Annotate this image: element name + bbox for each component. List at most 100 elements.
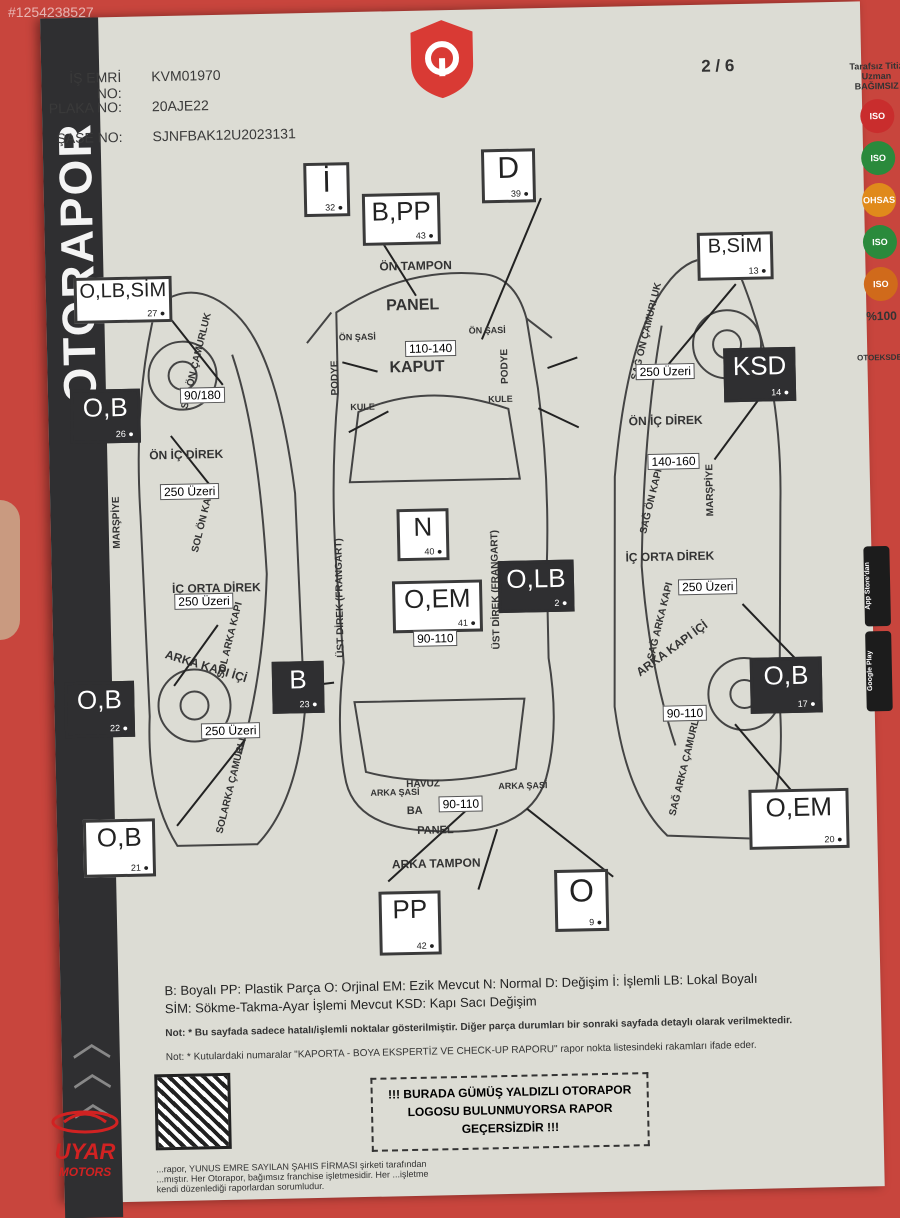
dealer-name: UYAR — [54, 1139, 116, 1164]
value-sol-on-camurluk: 90/180 — [179, 386, 225, 404]
label-podye-right: PODYE — [499, 348, 511, 385]
report-sheet: OTORAPOR ︿︿︿ İŞ EMRİ NO: KVM01970 PLAKA … — [40, 1, 900, 1218]
value-sol-arka-camurluk: 250 Üzeri — [200, 722, 261, 740]
part-number: 14 ● — [771, 386, 790, 398]
part-number: 22 ● — [109, 722, 129, 734]
iso-badge-1: ISO — [859, 98, 895, 134]
part-box-23: B 23 ● — [271, 660, 325, 714]
google-play-label: Google Play — [866, 650, 875, 692]
value-sag-arka-camurluk: 90-110 — [662, 704, 708, 722]
value-bagaj: 90-110 — [438, 795, 484, 813]
part-box-27: O,LB,SİM 27 ● — [73, 275, 173, 324]
iso-badge-2: ISO — [860, 140, 896, 176]
part-code: O,LB,SİM — [79, 279, 167, 303]
label-kaput: KAPUT — [389, 358, 445, 377]
part-number: 13 ● — [748, 265, 767, 276]
chevron-decoration-icon: ︿︿︿ — [71, 1020, 114, 1126]
tagline: Tarafsız Titiz Uzman — [849, 60, 900, 82]
google-play-badge[interactable]: Google Play — [865, 630, 893, 712]
label-panel-bottom: PANEL — [417, 824, 454, 837]
value-tavan: 90-110 — [412, 629, 458, 647]
part-number: 26 ● — [115, 428, 134, 440]
car-diagram — [137, 197, 810, 890]
part-code: KSD — [732, 350, 787, 382]
value-sag-on-camurluk: 250 Üzeri — [635, 362, 696, 381]
dealer-sub: MOTORS — [58, 1165, 112, 1179]
legend: B: Boyalı PP: Plastik Parça O: Orjinal E… — [164, 968, 865, 1019]
label-on-tampon: ÖN TAMPON — [379, 258, 452, 274]
label-arka-sasi-right: ARKA ŞASİ — [498, 780, 548, 792]
label-marspiye-left: MARŞPİYE — [110, 496, 123, 549]
certification-column: Tarafsız Titiz Uzman BAĞIMSIZ ISO ISO OH… — [846, 60, 900, 363]
label-on-ic-direk-left: ÖN İÇ DİREK — [149, 446, 224, 463]
iso-badge-3: ISO — [862, 224, 898, 260]
value-sag-on-kapi: 140-160 — [647, 452, 700, 470]
part-number: 9 ● — [589, 917, 603, 928]
part-number: 20 ● — [824, 833, 843, 845]
label-arka-sasi-left: ARKA ŞASİ — [370, 786, 420, 798]
part-number: 27 ● — [147, 308, 166, 319]
part-box-43: B,PP 43 ● — [361, 192, 441, 246]
part-box-40: N 40 ● — [396, 508, 450, 562]
label-panel-top: PANEL — [386, 296, 440, 315]
qr-code[interactable] — [154, 1072, 232, 1151]
part-code: İ — [322, 165, 332, 199]
part-code: O,B — [76, 684, 123, 715]
part-box-21: O,B 21 ● — [82, 818, 157, 878]
label-podye-left: PODYE — [329, 360, 342, 396]
part-code: D — [497, 151, 520, 186]
part-code: O,B — [96, 821, 142, 853]
label-kule-left: KULE — [350, 401, 375, 413]
value-kaput: 110-140 — [404, 339, 457, 358]
part-code: B,PP — [371, 195, 432, 227]
part-code: O,EM — [403, 582, 471, 615]
part-number: 23 ● — [299, 698, 318, 710]
watermark-id: #1254238527 — [8, 4, 94, 20]
part-code: O,LB — [505, 562, 566, 594]
part-number: 17 ● — [797, 698, 816, 709]
car-silhouette-icon — [51, 1110, 119, 1134]
label-kule-right: KULE — [488, 393, 513, 405]
part-box-32: İ 32 ● — [303, 162, 351, 218]
part-code: N — [413, 511, 433, 542]
part-number: 32 ● — [325, 202, 344, 213]
part-number: 43 ● — [415, 230, 434, 241]
iso-badge-4: ISO — [863, 266, 899, 302]
warning-box: !!! BURADA GÜMÜŞ YALDIZLI OTORAPOR LOGOS… — [370, 1072, 650, 1152]
part-code: O,B — [82, 391, 128, 423]
otoeksder-label: OTOEKSDER — [857, 352, 900, 363]
dealer-logo: UYAR MOTORS — [30, 1106, 140, 1186]
part-number: 41 ● — [457, 617, 476, 628]
ohsas-badge: OHSAS — [861, 182, 897, 218]
label-on-sasi-left: ÖN ŞASİ — [338, 331, 376, 343]
part-number: 40 ● — [424, 546, 443, 557]
part-code: B — [288, 664, 307, 695]
value-sag-arka-kapi: 250 Üzeri — [677, 578, 738, 596]
part-box-26: O,B 26 ● — [69, 388, 141, 445]
app-store-badge[interactable]: App Store'dan — [863, 545, 891, 627]
label-on-ic-direk-right: ÖN İÇ DİREK — [628, 412, 703, 429]
label-ic-orta-direk-right: İÇ ORTA DİREK — [625, 548, 715, 565]
value-sol-on-kapi: 250 Üzeri — [159, 482, 220, 501]
part-code: O,B — [763, 659, 809, 691]
footer-disclaimer: ...rapor, YUNUS EMRE SAYILAN ŞAHIS FİRMA… — [156, 1158, 429, 1195]
app-store-label: App Store'dan — [863, 562, 872, 610]
value-sol-arka-kapi: 250 Üzeri — [174, 592, 234, 610]
note-2: Not: * Kutulardaki numaralar "KAPORTA - … — [165, 1039, 757, 1064]
label-arka-tampon: ARKA TAMPON — [391, 855, 481, 872]
part-number: 21 ● — [130, 862, 149, 873]
note-1: Not: * Bu sayfada sadece hatalı/işlemli … — [165, 1015, 793, 1040]
part-box-17: O,B 17 ● — [749, 656, 823, 714]
part-box-41: O,EM 41 ● — [391, 579, 484, 634]
part-code: PP — [392, 893, 428, 925]
otorapor-shield-icon — [410, 20, 474, 99]
label-ba: BA — [406, 804, 423, 818]
percent-badge: %100 — [866, 308, 897, 324]
part-box-22: O,B 22 ● — [63, 680, 136, 739]
